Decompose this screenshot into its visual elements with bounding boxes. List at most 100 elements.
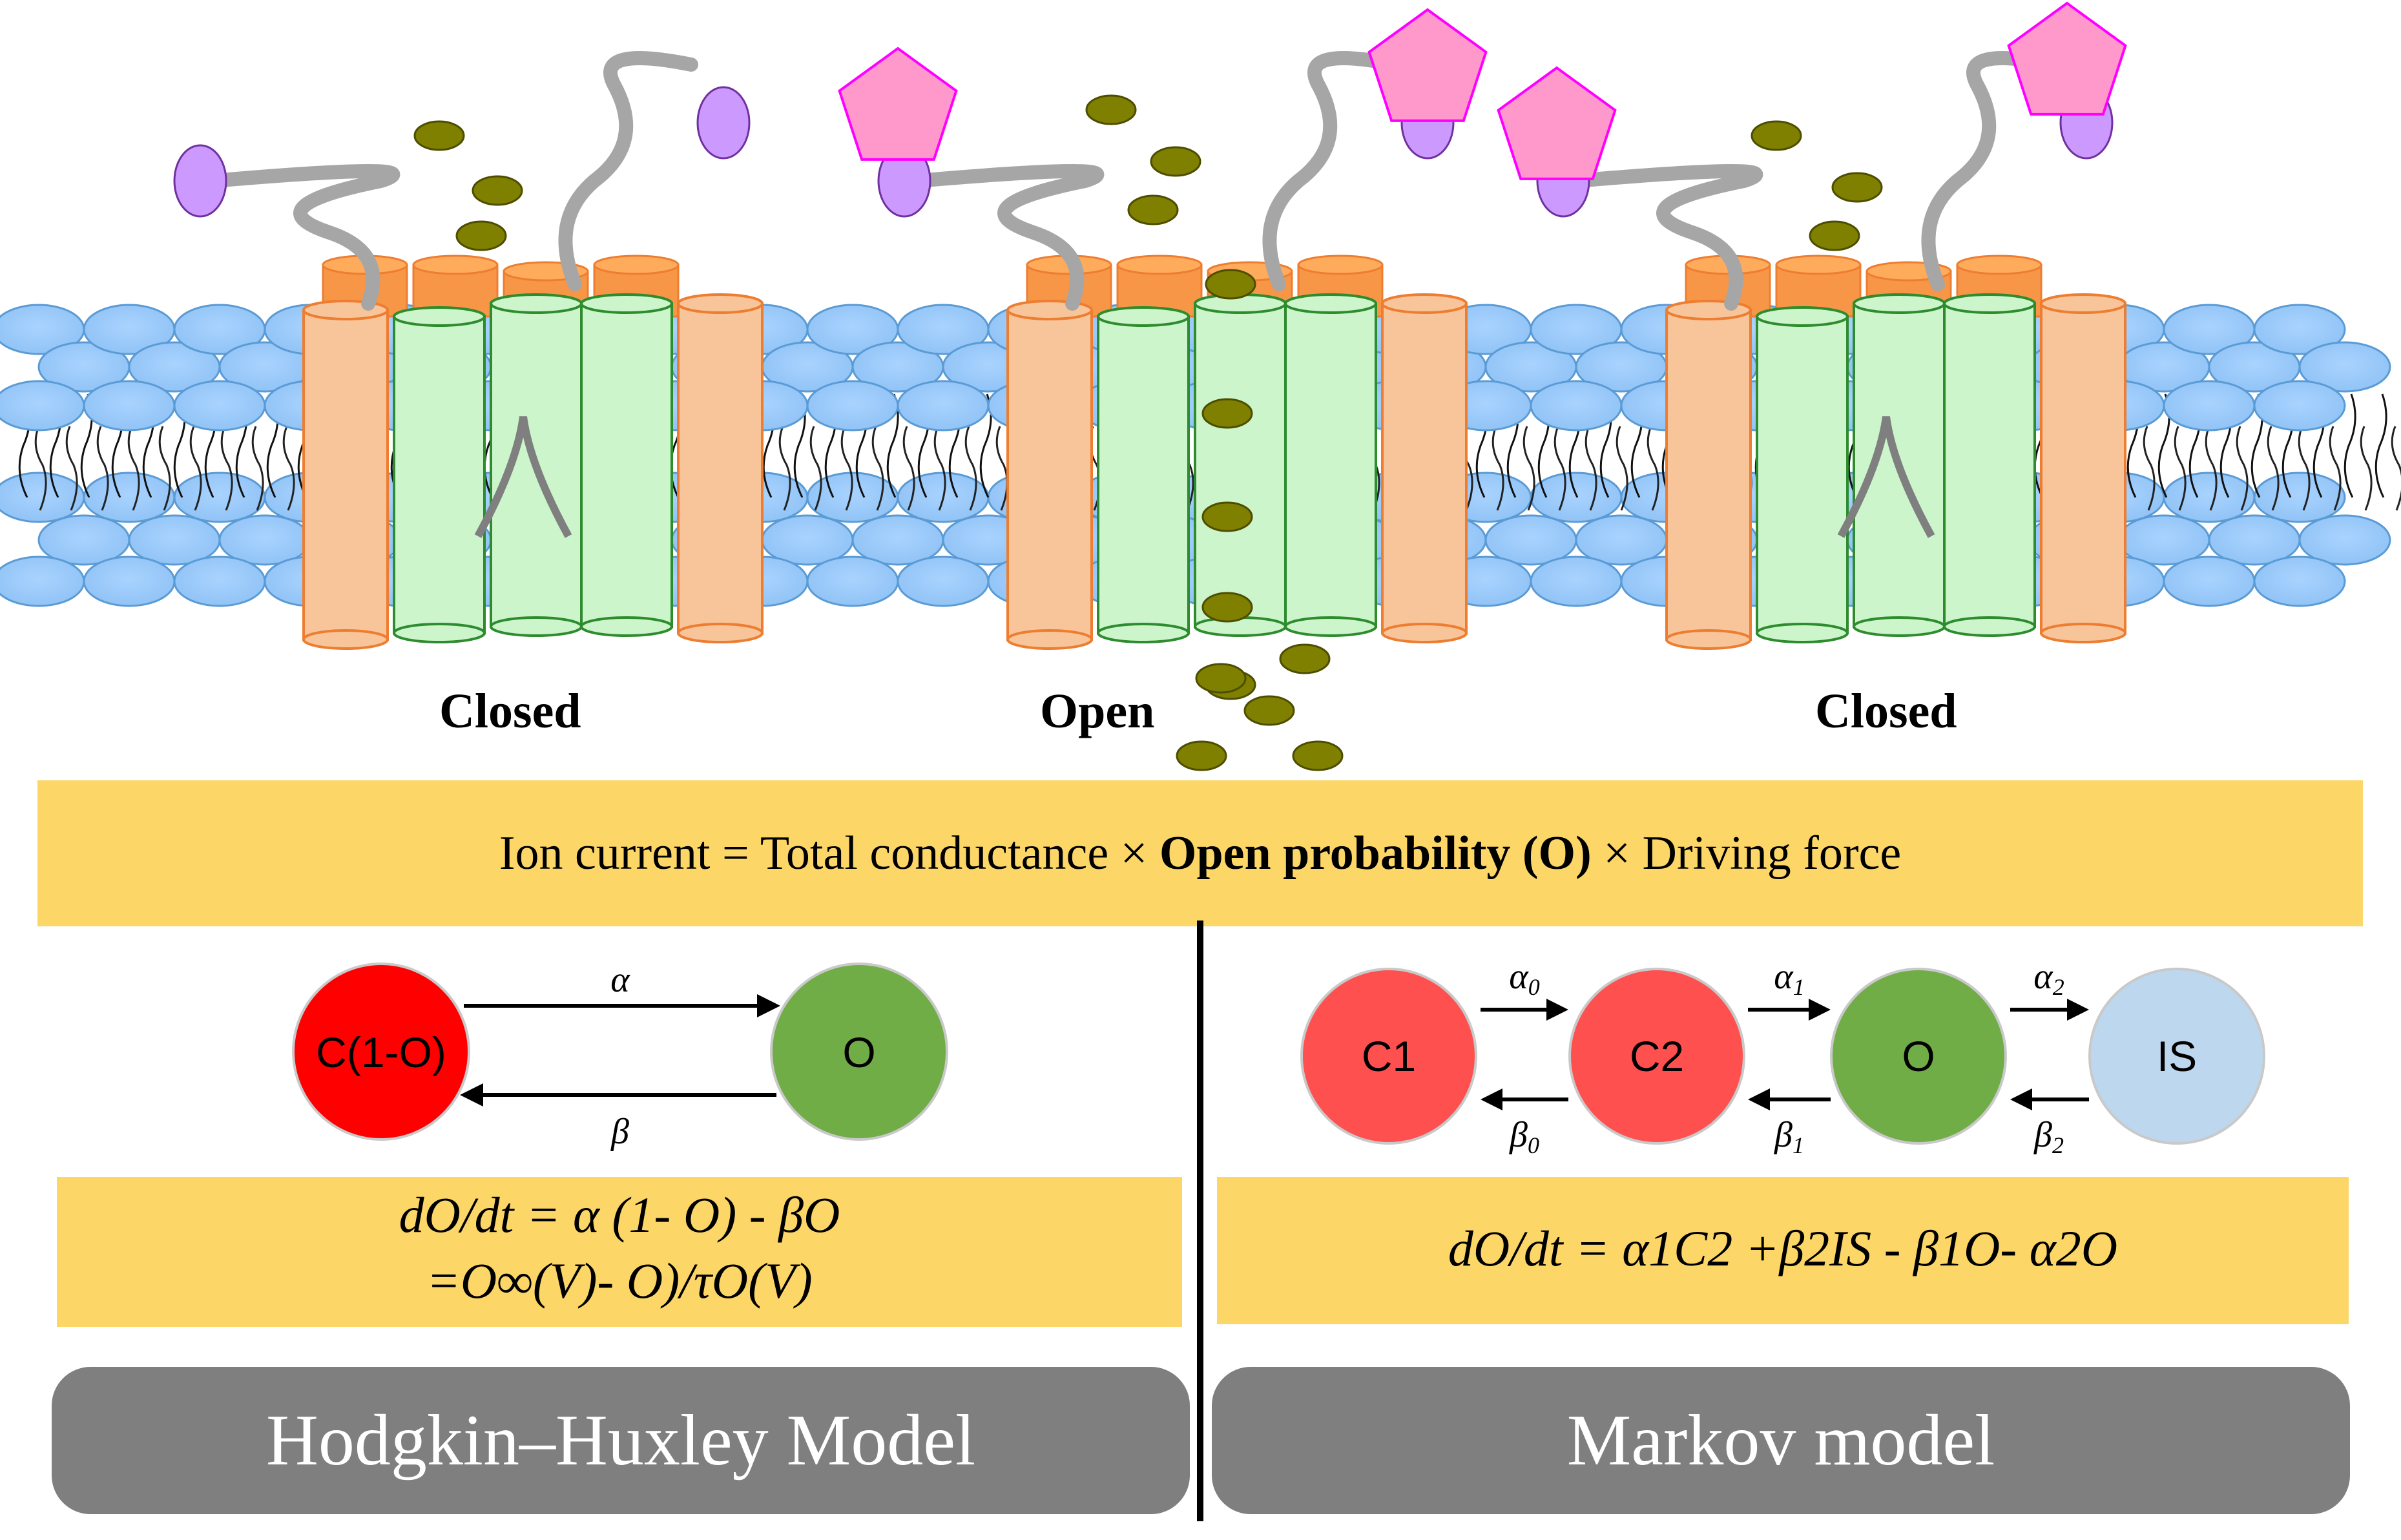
- ion-4: [1150, 146, 1201, 177]
- hh-alpha-label: α: [610, 960, 630, 1000]
- channel-2-back-stub-1-top: [1775, 255, 1862, 275]
- channel-0-subunit-4: [580, 293, 673, 637]
- channel-1-subunit-3-body: [1194, 302, 1287, 628]
- channel-state-label-closed-right: Closed: [1815, 684, 1957, 738]
- channel-2-subunit-4-bottom: [1943, 616, 2036, 637]
- markov-alpha2-label: α2: [2033, 957, 2064, 1000]
- channel-2-subunit-4: [1943, 293, 2036, 637]
- ion-17: [1831, 172, 1883, 203]
- ion-current-equation: Ion current = Total conductance × Open p…: [499, 826, 1901, 881]
- lipid-head-lower-153: [2253, 472, 2346, 523]
- open-probability-term: Open probability (O): [1159, 826, 1592, 880]
- channel-0-back-stub-3-top: [593, 255, 680, 275]
- channel-0-gate: [474, 416, 572, 538]
- lipid-head-lower-9: [83, 472, 176, 523]
- markov-beta1-label: β1: [1774, 1115, 1804, 1158]
- markov-c2-state: [1568, 968, 1745, 1145]
- lipid-head-upper-56: [806, 380, 899, 432]
- ion-14: [1292, 740, 1344, 771]
- markov-c2-label: C2: [1630, 1032, 1684, 1080]
- ion-18: [1809, 220, 1860, 251]
- channel-2-subunit-right: [2040, 293, 2126, 643]
- lipid-head-upper-62: [897, 380, 990, 432]
- channel-2-subunit-left: [1665, 300, 1752, 650]
- hh-equation-line2: =O∞(V)- O)/τO(V): [426, 1253, 813, 1309]
- hh-model-title: Hodgkin–Huxley Model: [52, 1367, 1190, 1514]
- lipid-head-upper-146: [2163, 380, 2256, 432]
- channel-0-ball-right: [696, 86, 751, 160]
- channel-2-back-stub-3-top: [1956, 255, 2042, 275]
- lipid-head-lower-147: [2163, 472, 2256, 523]
- lipid-head-lower-15: [173, 472, 266, 523]
- channel-1-back-stub-1-top: [1116, 255, 1203, 275]
- channel-2-subunit-right-top: [2040, 293, 2126, 314]
- channel-2-tether-right: [1921, 51, 2061, 291]
- markov-equation-band: [1217, 1177, 2349, 1324]
- lipid-head-upper-8: [83, 380, 176, 432]
- channel-2-tether-left: [1569, 164, 1763, 311]
- markov-forward-arrowhead-2: [2067, 999, 2089, 1021]
- channel-2-subunit-left-body: [1665, 309, 1752, 641]
- channel-2-subunit-2-body: [1756, 315, 1849, 634]
- channel-state-label-open: Open: [1040, 684, 1155, 738]
- lipid-tail-137: [2143, 426, 2156, 511]
- channel-1-subunit-left: [1006, 300, 1093, 650]
- membrane-illustration: [0, 1, 2401, 771]
- ligand-2: [1497, 66, 1617, 180]
- lipid-head-lower-17: [173, 556, 266, 607]
- channel-1-tether-left: [910, 164, 1105, 311]
- markov-forward-arrowhead-1: [1809, 999, 1831, 1021]
- channel-2-subunit-4-top: [1943, 293, 2036, 314]
- lipid-tail-59: [933, 426, 946, 511]
- channel-1-subunit-right-top: [1381, 293, 1468, 314]
- channel-0-ball-left: [173, 144, 227, 218]
- channel-1-subunit-4-top: [1284, 293, 1377, 314]
- lipid-tail-152: [2375, 393, 2387, 498]
- lipid-tail-49: [778, 426, 791, 511]
- channel-0-subunit-right: [677, 293, 764, 643]
- lipid-tail-150: [2344, 393, 2356, 498]
- markov-is-label: IS: [2157, 1032, 2197, 1080]
- channel-1-subunit-2-bottom: [1097, 623, 1190, 643]
- lipid-tail-105: [1647, 426, 1659, 511]
- lipid-tail-53: [840, 426, 853, 511]
- equation-suffix: × Driving force: [1591, 826, 1902, 880]
- lipid-tail-95: [1492, 426, 1504, 511]
- lipid-tail-145: [2267, 426, 2280, 511]
- ion-7: [1201, 398, 1253, 429]
- hh-backward-arrowhead: [460, 1083, 483, 1107]
- lipid-tail-5: [96, 426, 109, 511]
- lipid-tail-153: [2391, 426, 2401, 511]
- lipid-head-lower-11: [83, 556, 176, 607]
- channel-0-tether-right: [558, 51, 698, 291]
- hh-closed-state: [292, 962, 470, 1141]
- lipid-tail-151: [2360, 426, 2373, 511]
- ion-6: [1205, 269, 1256, 300]
- lipid-tail-101: [1585, 426, 1597, 511]
- channel-2-subunit-4-body: [1943, 302, 2036, 628]
- lipid-tail-1: [34, 426, 47, 511]
- ligand-3: [2007, 1, 2127, 116]
- ligand-1: [1367, 8, 1488, 122]
- hh-open-state: [770, 962, 948, 1141]
- channel-2-subunit-2: [1756, 306, 1849, 643]
- lipid-head-upper-14: [173, 380, 266, 432]
- equation-prefix: Ion current = Total conductance ×: [499, 826, 1159, 880]
- channel-1-subunit-2-top: [1097, 306, 1190, 327]
- ion-3: [1085, 94, 1137, 125]
- lipid-head-upper-104: [1530, 380, 1623, 432]
- lipid-tail-141: [2205, 426, 2218, 511]
- lipid-head-upper-152: [2253, 380, 2346, 432]
- channel-1-subunit-3: [1194, 293, 1287, 637]
- markov-model-title: Markov model: [1212, 1367, 2350, 1514]
- channel-0-subunit-right-body: [677, 302, 764, 634]
- channel-2-subunit-3-top: [1853, 293, 1946, 314]
- hh-state-diagram: C(1-O) O α β: [292, 960, 948, 1152]
- channel-0-subunit-right-top: [677, 293, 764, 314]
- markov-alpha1-label: α1: [1774, 957, 1804, 1000]
- lipid-tail-13: [220, 426, 233, 511]
- lipid-tail-97: [1523, 426, 1535, 511]
- channel-2-subunit-2-bottom: [1756, 623, 1849, 643]
- lipid-tail-61: [964, 426, 977, 511]
